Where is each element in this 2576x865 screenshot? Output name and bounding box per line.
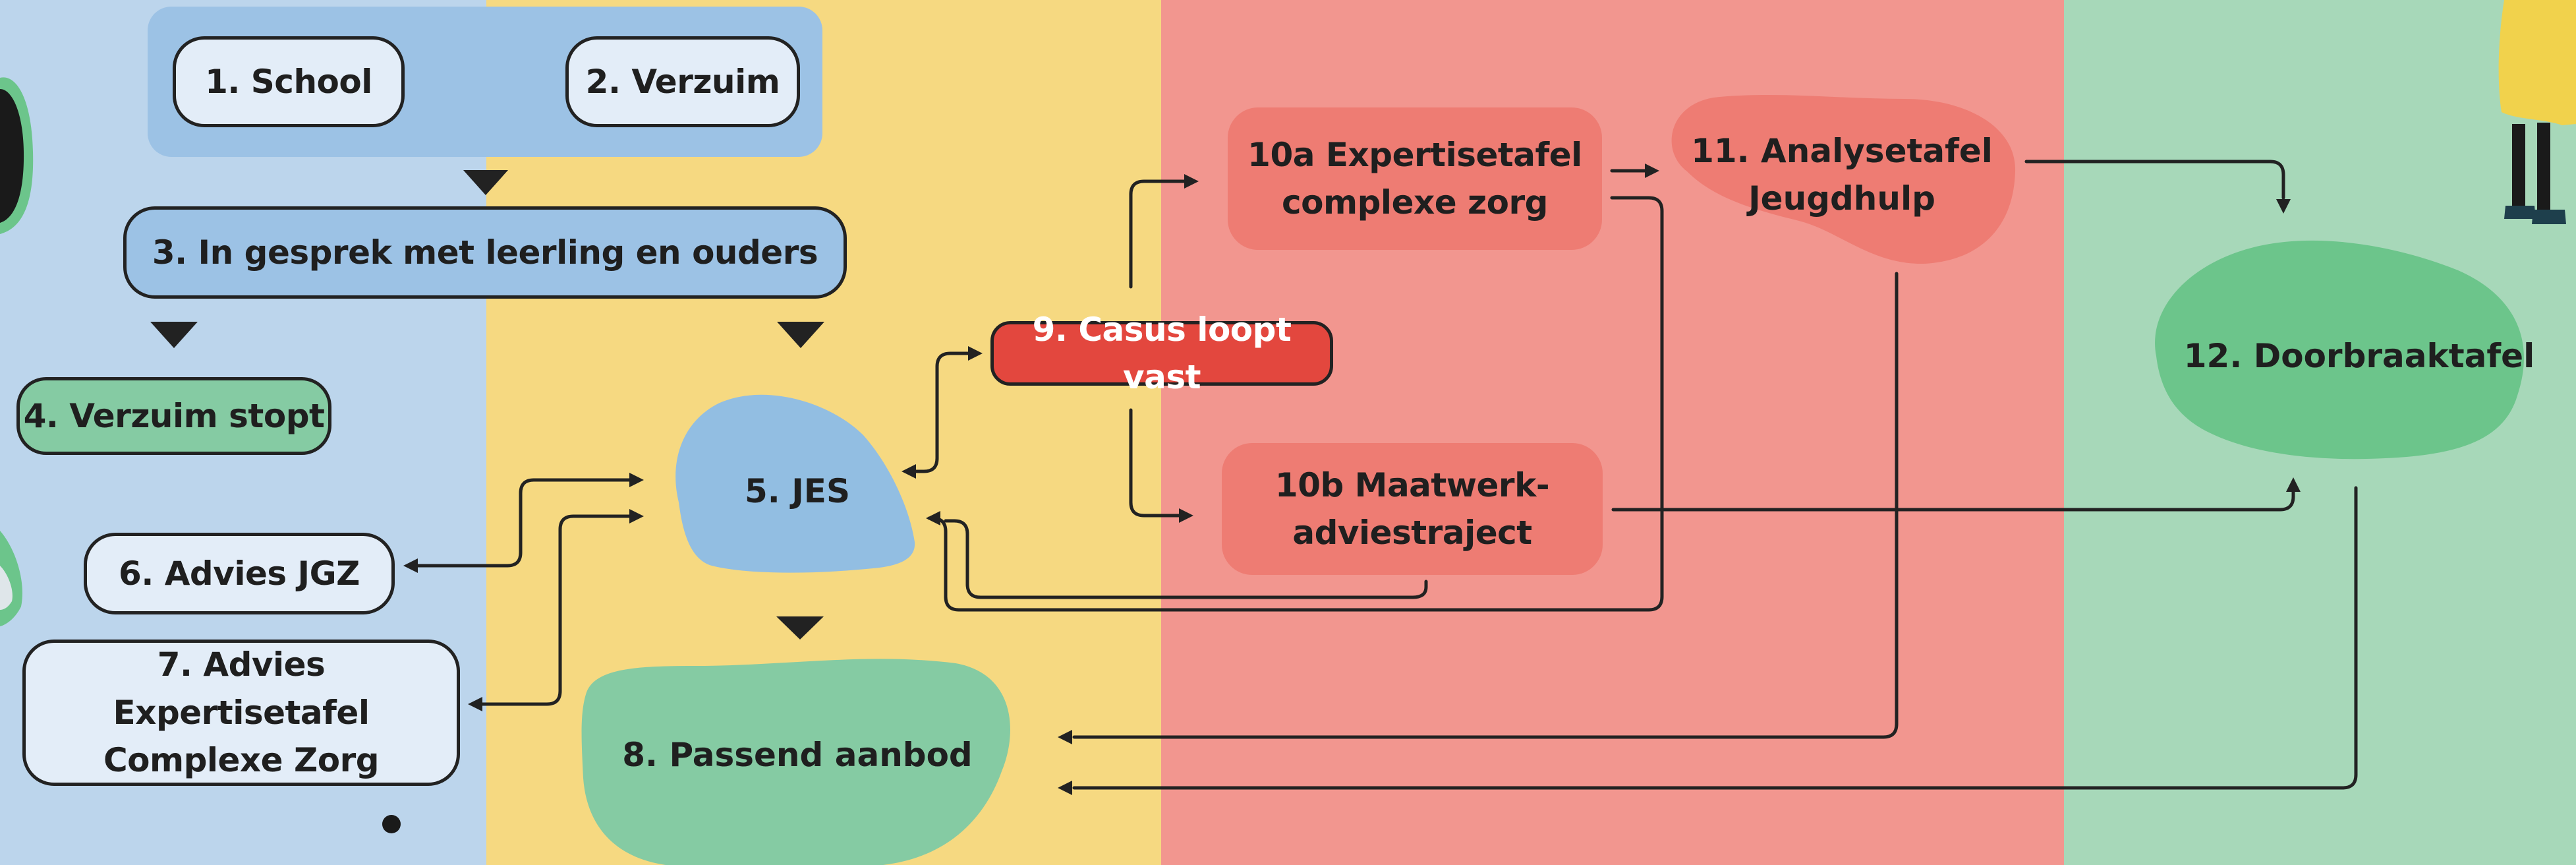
connector-casus-10b [1129,408,1183,518]
connector-10a-return [927,196,1664,612]
connector-11-12 [2024,160,2285,200]
connector-12-passend [1072,486,2358,790]
flow-arrow-to-jes [777,322,824,348]
connector-casus-10a [1129,179,1188,289]
node-advies-jgz: 6. Advies JGZ [84,533,395,614]
person-illustration-right [2498,0,2576,224]
connector-10b-12 [1611,486,2295,512]
node-casus-loopt-vast: 9. Casus loopt vast [990,311,1333,396]
node-gesprek: 3. In gesprek met leerling en ouders [123,206,847,299]
connector-jes-jgz [413,478,631,568]
node-analysetafel: 11. Analysetafel Jeugdhulp [1691,131,1993,218]
connector-jes-expertisetafel-advice [478,514,631,706]
node-advies-expertisetafel: 7. Advies Expertisetafel Complexe Zorg [22,640,460,786]
flow-arrow-top [463,170,508,195]
node-passend-aanbod: 8. Passend aanbod [622,735,973,774]
node-verzuim-stopt: 4. Verzuim stopt [16,377,331,455]
jes-blob [675,394,915,573]
connector-11-passend [1072,272,1899,739]
dot [382,815,401,833]
node-maatwerk: 10b Maatwerk- adviestraject [1222,443,1603,575]
node-jes: 5. JES [745,471,850,510]
node-verzuim: 2. Verzuim [565,36,800,127]
node-expertisetafel: 10a Expertisetafel complexe zorg [1228,107,1602,250]
connector-jes-casus [913,351,971,473]
flow-arrow-to-stopt [150,322,198,348]
node-doorbraaktafel: 12. Doorbraaktafel [2183,336,2535,375]
node-school: 1. School [173,36,405,127]
passend-aanbod-blob [581,659,1010,865]
person-illustration-left [0,77,34,626]
doorbraaktafel-blob [2155,240,2524,460]
analysetafel-blob [1671,95,2016,264]
connector-10b-return [944,519,1428,599]
flow-arrow-to-passend [776,616,824,640]
